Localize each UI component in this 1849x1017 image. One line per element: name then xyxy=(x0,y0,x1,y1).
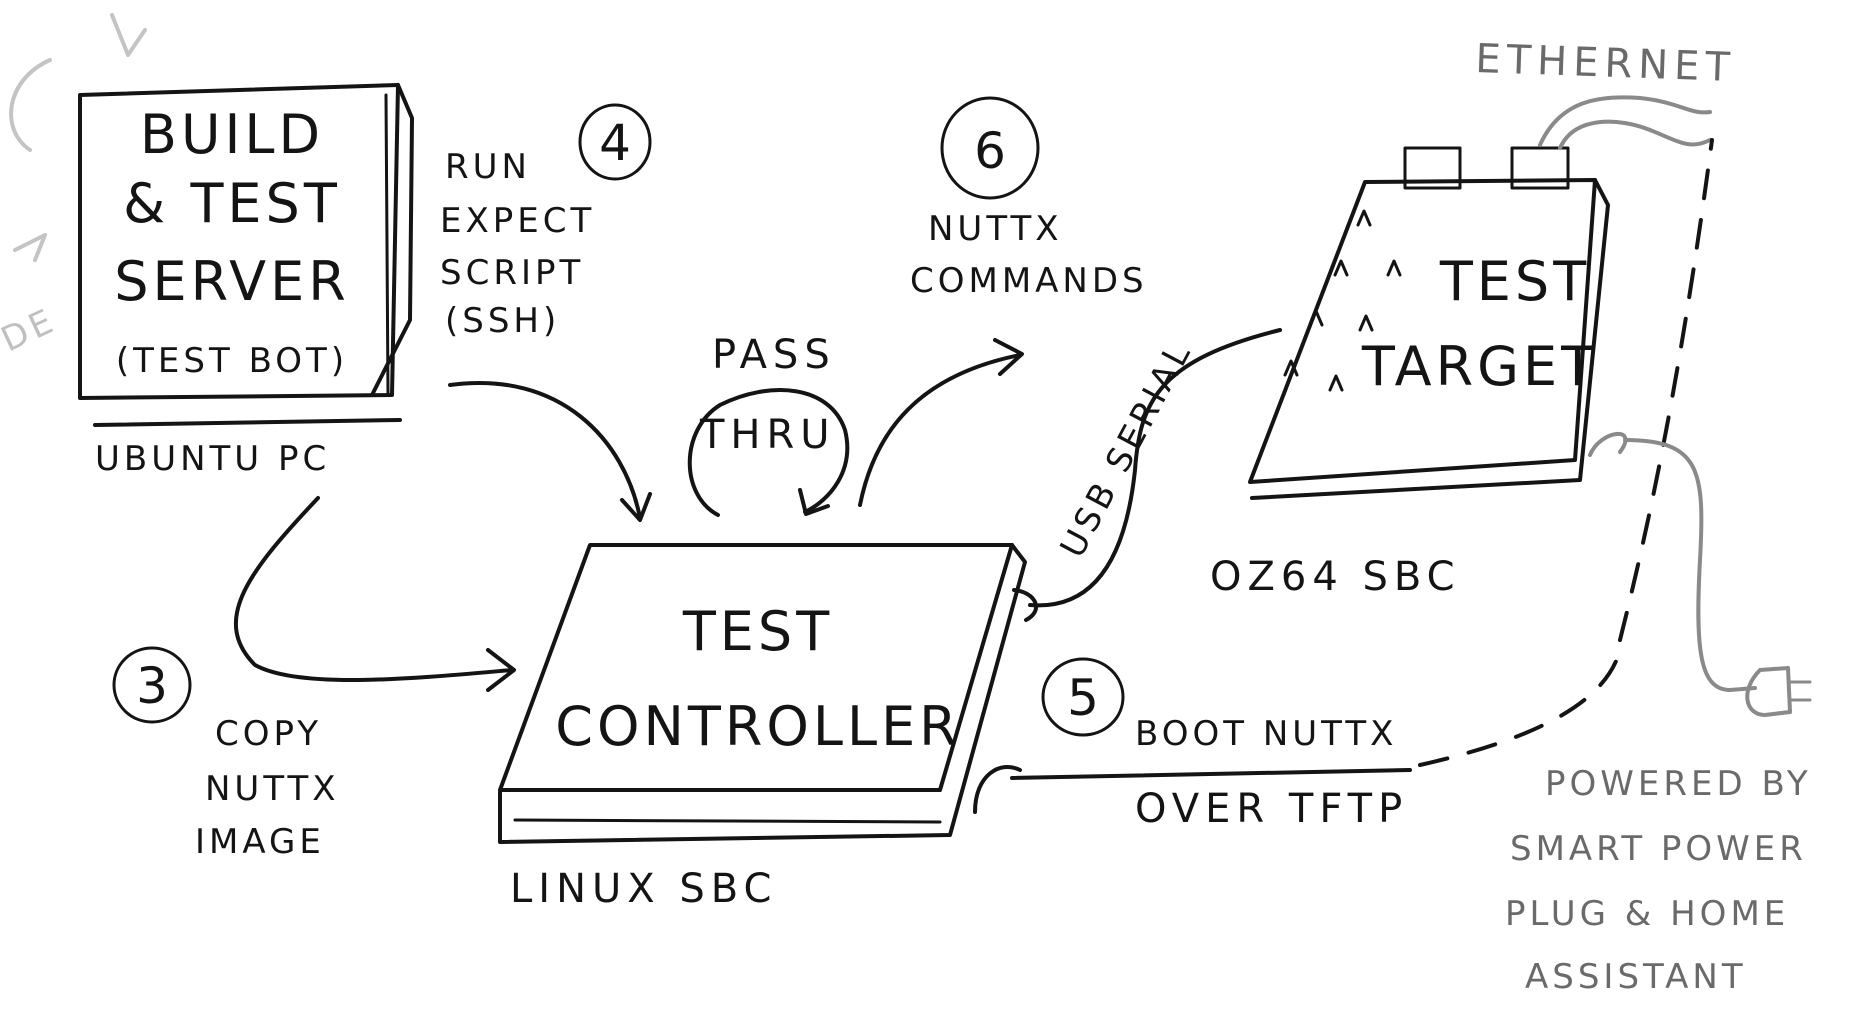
pass-thru-line1: PASS xyxy=(712,332,836,378)
edge-fragment-text: DE xyxy=(0,300,62,360)
step-3-number: 3 xyxy=(136,657,168,715)
target-title-line1: TEST xyxy=(1439,250,1590,313)
step-5-line2: OVER TFTP xyxy=(1135,786,1408,832)
target-port-2 xyxy=(1510,146,1570,190)
step-6-line1: NUTTX xyxy=(928,209,1063,249)
server-title-line2: & TEST xyxy=(123,172,341,235)
controller-title-line1: TEST xyxy=(682,600,833,663)
step-3-arrow xyxy=(233,496,516,692)
power-line3: PLUG & HOME xyxy=(1505,894,1789,934)
test-target-board: TEST TARGET xyxy=(1248,146,1610,500)
usb-serial-label: USB SERIAL xyxy=(1053,334,1201,564)
step-4-arrow xyxy=(448,381,652,522)
pass-thru: PASS THRU xyxy=(687,332,850,517)
server-title-line1: BUILD xyxy=(140,103,324,166)
step-6-line2: COMMANDS xyxy=(910,261,1148,301)
step-5-circle xyxy=(1041,657,1125,737)
test-controller-box: TEST CONTROLLER xyxy=(498,543,1027,844)
step-4-circle xyxy=(578,103,652,181)
step-3-line1: COPY xyxy=(215,714,322,754)
step-5-number: 5 xyxy=(1067,669,1099,727)
server-underline xyxy=(93,418,402,427)
step-5: 5 BOOT NUTTX OVER TFTP xyxy=(1041,657,1408,832)
pass-thru-line2: THRU xyxy=(699,412,836,458)
step-4-line2: EXPECT xyxy=(440,201,595,241)
target-pin-header xyxy=(1283,209,1402,392)
ethernet-cable: ETHERNET xyxy=(1475,36,1737,150)
ethernet-label: ETHERNET xyxy=(1475,36,1737,91)
step-3-circle xyxy=(112,646,192,724)
power-line4: ASSISTANT xyxy=(1525,957,1747,997)
step-4-number: 4 xyxy=(599,114,631,172)
power-line2: SMART POWER xyxy=(1510,829,1807,869)
step-4-line3: SCRIPT xyxy=(440,253,584,293)
step-6-number: 6 xyxy=(974,122,1006,180)
power-line1: POWERED BY xyxy=(1545,764,1812,804)
controller-caption: LINUX SBC xyxy=(510,866,777,912)
step-3-line2: NUTTX xyxy=(205,769,340,809)
target-title-line2: TARGET xyxy=(1361,335,1598,398)
server-caption: UBUNTU PC xyxy=(95,439,330,479)
controller-title-line2: CONTROLLER xyxy=(555,695,960,758)
power-plug-icon xyxy=(1745,666,1792,717)
step-3-line3: IMAGE xyxy=(195,822,325,862)
step-4-line4: (SSH) xyxy=(445,301,560,341)
step-6: 6 NUTTX COMMANDS xyxy=(910,96,1148,301)
power-cable xyxy=(1588,431,1812,717)
step-4: 4 RUN EXPECT SCRIPT (SSH) xyxy=(440,103,652,341)
power-note: POWERED BY SMART POWER PLUG & HOME ASSIS… xyxy=(1505,764,1812,997)
server-title-line3: SERVER xyxy=(114,250,350,313)
step-4-line1: RUN xyxy=(445,147,531,187)
tftp-network-cable xyxy=(973,138,1714,814)
step-3: 3 COPY NUTTX IMAGE xyxy=(112,646,340,862)
target-caption: OZ64 SBC xyxy=(1210,554,1461,600)
server-subtitle: (TEST BOT) xyxy=(116,341,348,381)
build-test-server-box: BUILD & TEST SERVER (TEST BOT) xyxy=(78,83,414,400)
step-6-arrow xyxy=(858,338,1024,507)
step-5-line1: BOOT NUTTX xyxy=(1135,714,1397,754)
target-port-1 xyxy=(1403,146,1462,190)
step-6-circle xyxy=(940,96,1040,200)
usb-serial-cable xyxy=(1012,328,1282,622)
